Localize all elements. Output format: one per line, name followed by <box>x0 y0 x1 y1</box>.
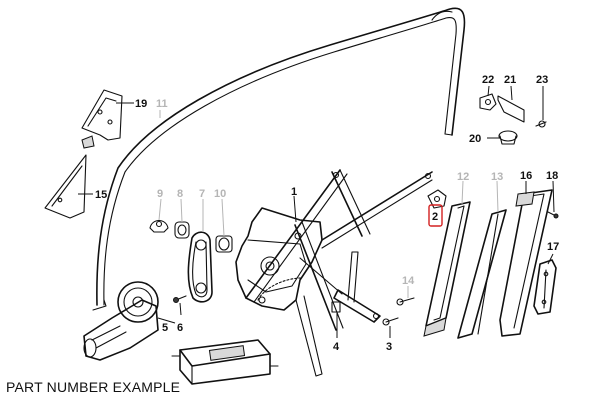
callout-10: 10 <box>214 188 226 200</box>
callout-7: 7 <box>199 188 205 200</box>
callout-2-highlight-box <box>428 204 443 227</box>
callout-6: 6 <box>177 322 183 334</box>
callout-14: 14 <box>402 275 415 287</box>
callout-1: 1 <box>291 186 297 198</box>
callout-11: 11 <box>156 98 168 110</box>
callout-17: 17 <box>547 241 559 253</box>
callout-9: 9 <box>157 188 163 200</box>
callout-3: 3 <box>386 341 392 353</box>
callout-4: 4 <box>333 341 340 353</box>
callout-8: 8 <box>177 188 183 200</box>
window-regulator <box>235 169 433 377</box>
leader-lines <box>78 85 555 338</box>
corner-trim-lower <box>44 154 87 219</box>
callout-20: 20 <box>469 133 481 145</box>
caption: PART NUMBER EXAMPLE <box>6 379 181 395</box>
callout-18: 18 <box>546 170 558 182</box>
callout-5: 5 <box>162 322 168 334</box>
window-motor <box>83 281 159 361</box>
callout-2: 2 <box>432 211 438 223</box>
callout-21: 21 <box>504 74 516 86</box>
window-frame-seal <box>92 7 466 311</box>
callout-labels: 1 2 3 4 5 6 7 8 9 10 11 12 13 14 15 16 1… <box>95 74 559 353</box>
fasteners <box>173 93 559 326</box>
callout-19: 19 <box>135 98 147 110</box>
callout-15: 15 <box>95 189 107 201</box>
guide-rails <box>423 189 557 339</box>
callout-22: 22 <box>482 74 494 86</box>
callout-23: 23 <box>536 74 548 86</box>
callout-16: 16 <box>520 170 532 182</box>
small-parts-cluster <box>149 219 233 303</box>
callout-12: 12 <box>457 171 469 183</box>
callout-13: 13 <box>491 171 503 183</box>
corner-trim-upper <box>81 89 123 149</box>
control-module <box>171 339 279 385</box>
